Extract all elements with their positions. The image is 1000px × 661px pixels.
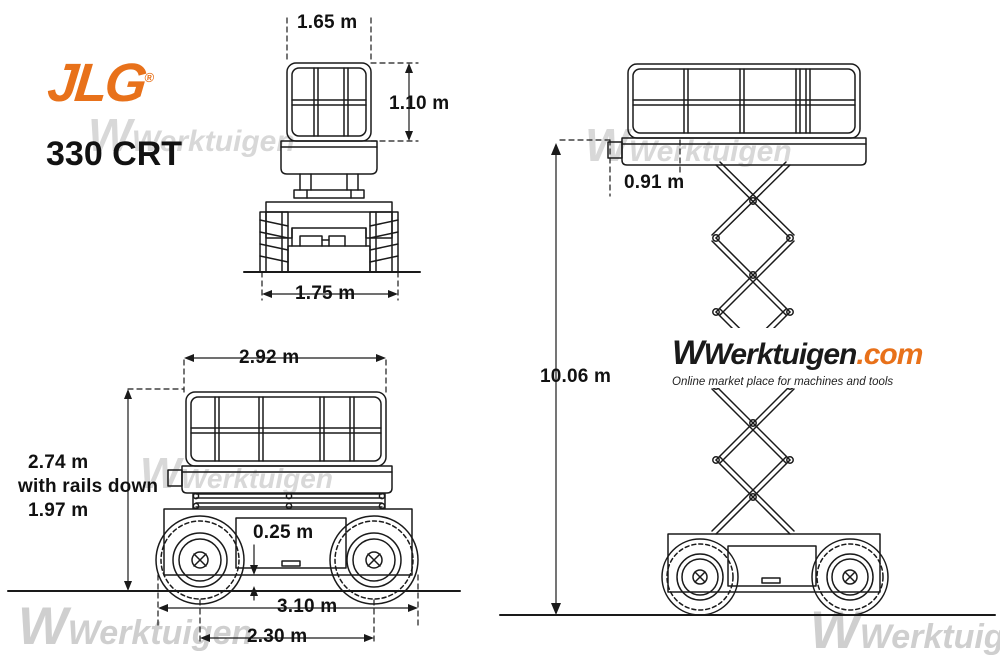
dimension-wheelbase: 2.30 m xyxy=(247,626,308,647)
logo-backdrop xyxy=(40,46,222,108)
side-view-stowed-geometry xyxy=(7,391,461,605)
dimension-stowed-height-note: with rails down xyxy=(18,476,159,497)
dimension-working-height: 10.06 m xyxy=(540,366,612,387)
side-view-stowed-dimensions xyxy=(124,354,419,645)
side-view-elevated-dimensions xyxy=(551,139,681,615)
dimension-platform-width: 1.65 m xyxy=(297,12,358,33)
front-view-dimensions xyxy=(261,17,419,301)
dimension-platform-extended-length: 3.10 m xyxy=(277,596,338,617)
side-view-elevated-geometry xyxy=(499,63,996,616)
dimension-stowed-height: 2.74 m xyxy=(28,452,89,473)
dimension-overall-length: 2.92 m xyxy=(239,347,300,368)
dimension-rail-height: 1.10 m xyxy=(389,93,450,114)
dimension-stowed-height-rails-down: 1.97 m xyxy=(28,500,89,521)
front-view-geometry xyxy=(243,62,421,273)
dimension-ground-clearance: 0.25 m xyxy=(253,522,314,543)
model-name: 330 CRT xyxy=(46,135,183,173)
dimension-machine-width: 1.75 m xyxy=(295,283,356,304)
dimension-platform-extension: 0.91 m xyxy=(624,172,685,193)
jlg-logo: JLG® xyxy=(44,53,155,113)
